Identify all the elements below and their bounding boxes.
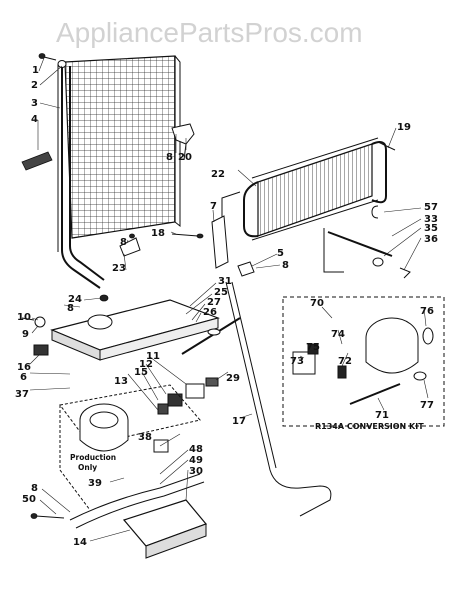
conversion-kit-label: R134A CONVERSION KIT [315,422,424,431]
drain-tube-26 [181,317,241,355]
callout-70: 70 [310,298,324,309]
callout-15: 15 [134,367,148,378]
callout-49: 49 [189,455,203,466]
callout-8-bottom: 8 [31,483,38,494]
callout-8-pan: 8 [67,303,74,314]
callout-6: 6 [20,372,27,383]
screw-50 [30,513,65,519]
drain-tube-4 [21,151,53,171]
production-note-line2: Only [78,463,97,472]
callout-74: 74 [331,329,345,340]
callout-33: 33 [424,214,438,225]
callout-3: 3 [31,98,38,109]
callouts: 1 2 3 4 8 20 19 22 57 33 35 36 7 18 5 8 … [15,65,438,548]
callout-16: 16 [17,362,31,373]
callout-36: 36 [424,234,438,245]
callout-24: 24 [68,294,82,305]
callout-8-top: 8 [166,152,173,163]
connector-29 [205,377,219,387]
callout-20: 20 [178,152,192,163]
callout-4: 4 [31,114,38,125]
bracket-23 [119,233,141,257]
callout-73: 73 [290,356,304,367]
callout-75: 75 [306,342,320,353]
callout-26: 26 [203,307,217,318]
callout-37: 37 [15,389,29,400]
watermark-text: AppliancePartsPros.com [56,17,363,48]
clip-57 [371,205,379,219]
tube-33-35 [323,228,411,279]
callout-76: 76 [420,306,434,317]
production-note-line1: Production [70,453,116,462]
evaporator-coil [221,137,396,241]
relay-12 [157,383,205,415]
callout-57: 57 [424,202,438,213]
callout-48: 48 [189,444,203,455]
callout-19: 19 [397,122,411,133]
callout-12: 12 [139,359,153,370]
callout-11: 11 [146,351,160,362]
callout-38: 38 [138,432,152,443]
callout-71: 71 [375,410,389,421]
leader-lines [29,57,429,542]
callout-35: 35 [424,223,438,234]
callout-10: 10 [17,312,31,323]
part-38 [153,439,169,453]
callout-77: 77 [420,400,434,411]
callout-29: 29 [226,373,240,384]
callout-14: 14 [73,537,87,548]
grommet-2 [57,60,67,68]
callout-72: 72 [338,356,352,367]
bracket-16 [33,344,49,356]
bracket-20 [171,123,195,161]
callout-5: 5 [277,248,284,259]
callout-22: 22 [211,169,225,180]
capillary-tube-17 [225,281,332,517]
callout-31: 31 [218,276,232,287]
callout-8-left: 8 [120,237,127,248]
callout-23: 23 [112,263,126,274]
callout-1: 1 [32,65,39,76]
screw-1 [38,53,57,61]
callout-9: 9 [22,329,29,340]
callout-17: 17 [232,416,246,427]
screw-18 [171,233,204,239]
callout-39: 39 [88,478,102,489]
callout-50: 50 [22,494,36,505]
condenser-coil [57,55,181,289]
callout-2: 2 [31,80,38,91]
compressor [59,384,201,511]
callout-25: 25 [214,287,228,298]
clip-5 [237,261,255,277]
callout-18: 18 [151,228,165,239]
base-plate [69,473,208,559]
grommet-10 [21,316,46,328]
callout-8-mid: 8 [282,260,289,271]
bracket-7 [211,215,229,269]
callout-30: 30 [189,466,203,477]
conversion-kit-box [282,296,445,427]
callout-27: 27 [207,297,221,308]
callout-7: 7 [210,201,217,212]
callout-13: 13 [114,376,128,387]
drain-pan [50,294,220,361]
